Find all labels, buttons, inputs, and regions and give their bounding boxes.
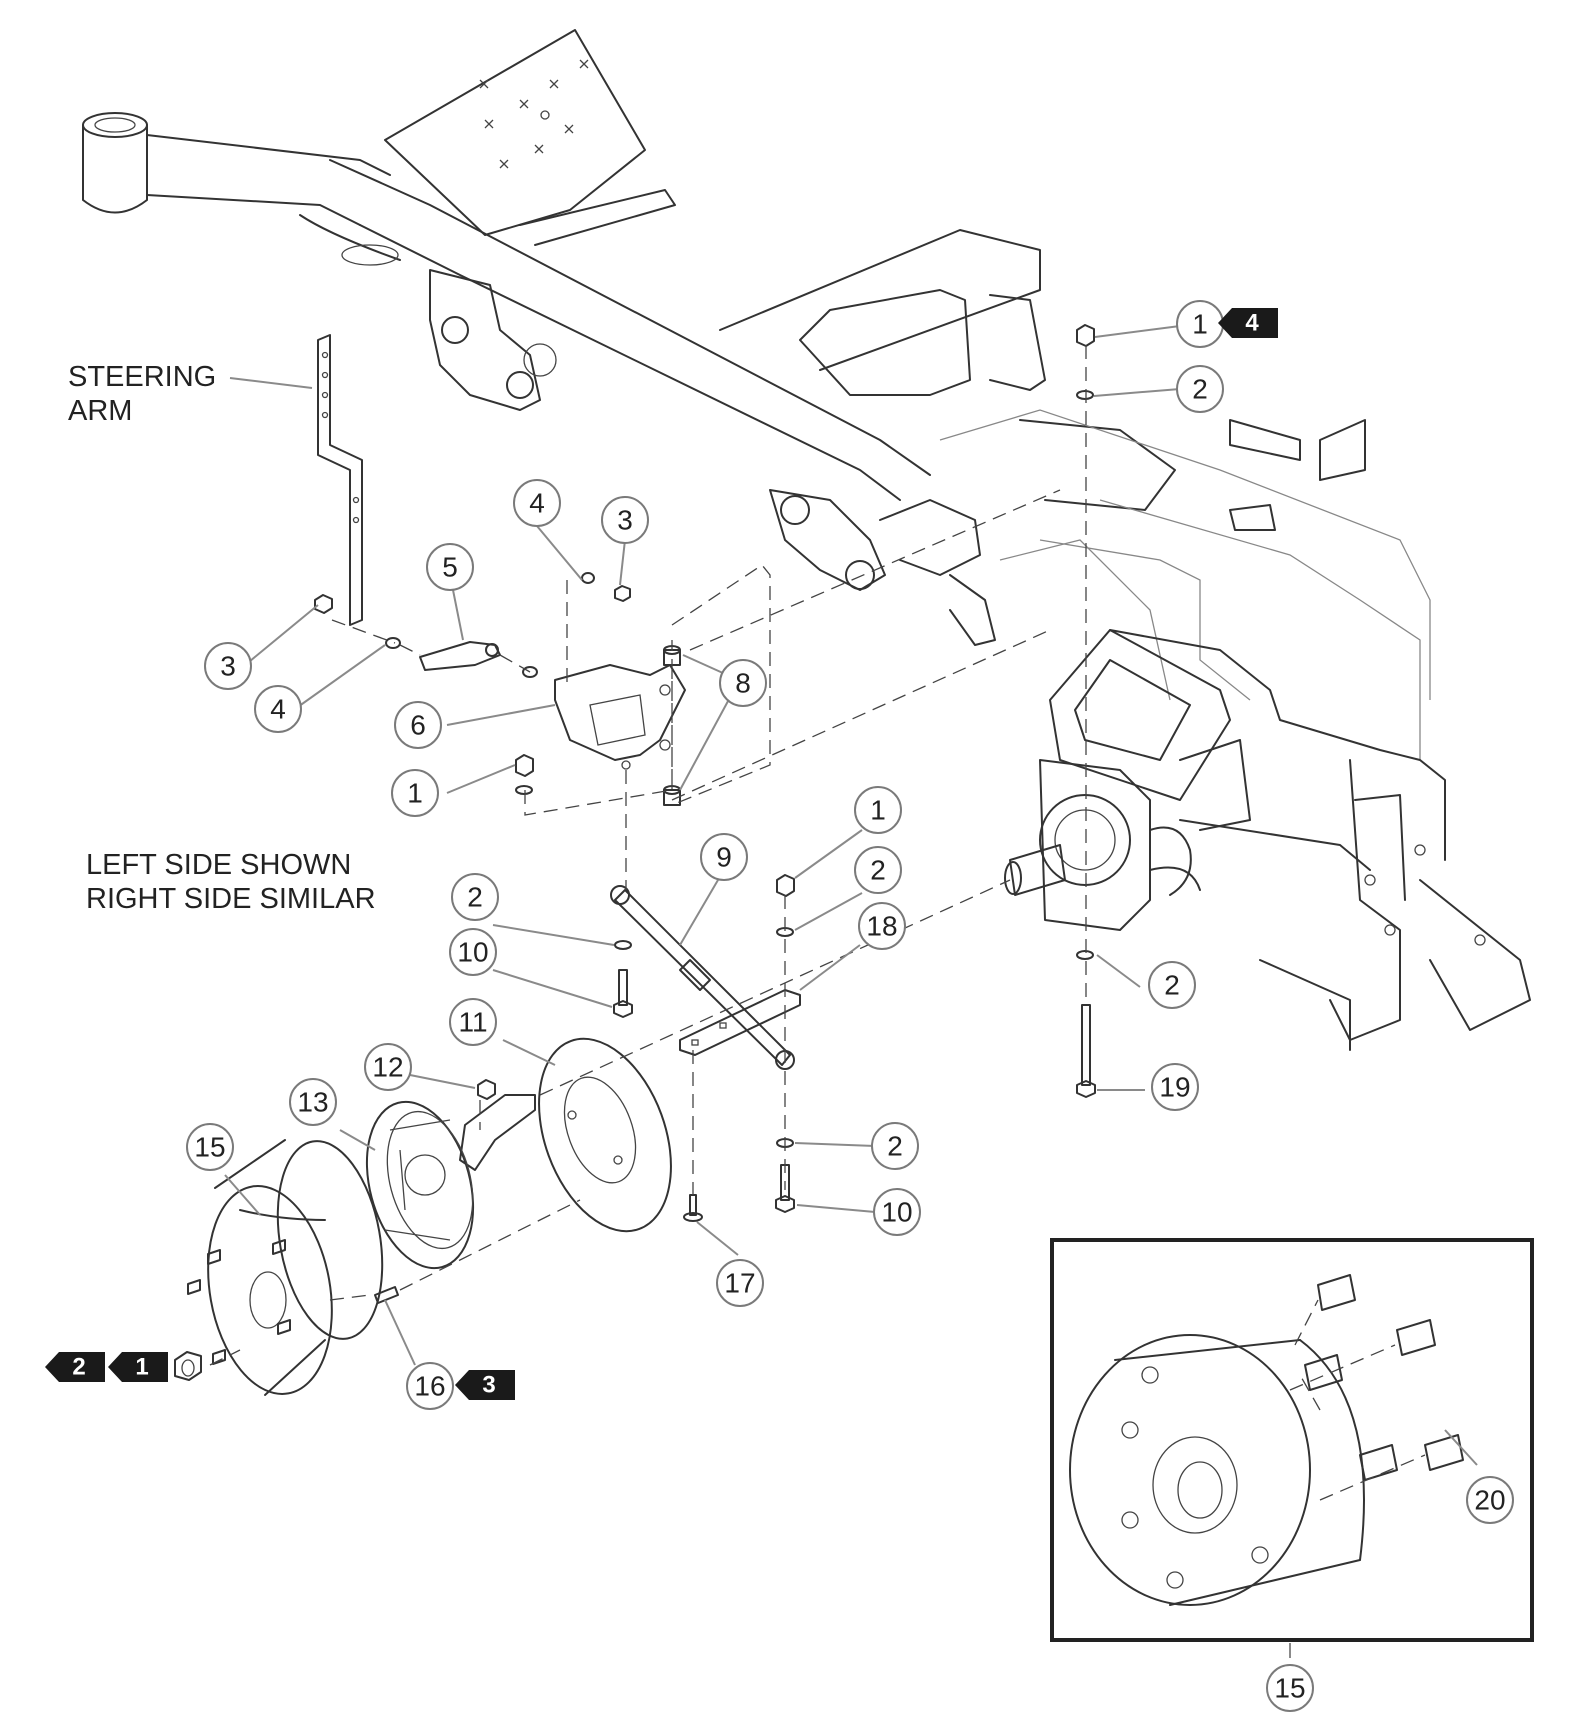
callout-label: 2 [887, 1131, 903, 1162]
tag-label: 1 [135, 1354, 148, 1381]
callout-label: 15 [1274, 1673, 1305, 1704]
callout-c-6: 6 [394, 701, 442, 749]
callout-label: 16 [414, 1371, 445, 1402]
tag-t-2: 2 [45, 1352, 105, 1382]
tag-t-3: 3 [455, 1370, 515, 1400]
tag-t-1: 1 [108, 1352, 168, 1382]
callout-c-3a: 3 [601, 496, 649, 544]
callout-c-2d: 2 [1148, 961, 1196, 1009]
tag-label: 3 [482, 1372, 495, 1399]
callout-c-3b: 3 [204, 642, 252, 690]
callout-label: 20 [1474, 1485, 1505, 1516]
callout-c-2a: 2 [1176, 365, 1224, 413]
callout-c-11: 11 [449, 998, 497, 1046]
callout-label: 3 [220, 651, 236, 682]
tag-t-4: 4 [1218, 308, 1278, 338]
steering-arm-part [317, 334, 363, 626]
detail-inset [1050, 1238, 1534, 1642]
callout-c-10b: 10 [873, 1188, 921, 1236]
callout-label: 19 [1159, 1072, 1190, 1103]
callout-label: 2 [1192, 374, 1208, 405]
tag-label: 2 [72, 1354, 85, 1381]
callout-label: 8 [735, 668, 751, 699]
callout-c-12: 12 [364, 1043, 412, 1091]
callout-c-9: 9 [700, 833, 748, 881]
callout-label: 11 [458, 1007, 487, 1038]
callout-label: 6 [410, 710, 426, 741]
callout-label: 2 [870, 855, 886, 886]
callout-c-2e: 2 [871, 1122, 919, 1170]
callout-label: 17 [724, 1268, 755, 1299]
steering-arm-label: STEERING ARM [68, 361, 217, 427]
callout-c-2b: 2 [854, 846, 902, 894]
callout-label: 4 [270, 694, 286, 725]
callout-label: 10 [881, 1197, 912, 1228]
hardware-parts [314, 324, 1096, 1222]
callout-label: 12 [372, 1052, 403, 1083]
tags: 4 3 2 1 [45, 308, 1278, 1400]
callout-c-8: 8 [719, 659, 767, 707]
callout-label: 9 [716, 842, 732, 873]
callout-label: 1 [407, 778, 423, 809]
callout-label: 4 [529, 488, 545, 519]
callout-c-15b: 15 [1266, 1664, 1314, 1712]
callout-c-1b: 1 [391, 769, 439, 817]
chassis-frame [82, 29, 1531, 1051]
assembly-lines [209, 345, 1087, 1366]
callout-c-4a: 4 [513, 479, 561, 527]
callout-c-10a: 10 [449, 928, 497, 976]
leader-lines [224, 325, 1478, 1658]
callout-c-5: 5 [426, 543, 474, 591]
callout-c-1c: 1 [854, 786, 902, 834]
callout-c-16: 16 [406, 1362, 454, 1410]
callout-c-19: 19 [1151, 1063, 1199, 1111]
callout-label: 2 [1164, 970, 1180, 1001]
callout-label: 13 [297, 1087, 328, 1118]
callout-label: 18 [866, 911, 897, 942]
left-side-note: LEFT SIDE SHOWN RIGHT SIDE SIMILAR [86, 849, 376, 915]
callout-label: 15 [194, 1132, 225, 1163]
callout-label: 5 [442, 552, 458, 583]
callout-label: 2 [467, 882, 483, 913]
callout-c-20: 20 [1466, 1476, 1514, 1524]
callout-label: 3 [617, 505, 633, 536]
callout-c-4b: 4 [254, 685, 302, 733]
tag-label: 4 [1245, 310, 1259, 337]
callout-c-13: 13 [289, 1078, 337, 1126]
callout-label: 10 [457, 937, 488, 968]
callout-c-2c: 2 [451, 873, 499, 921]
callout-label: 1 [1192, 309, 1208, 340]
callout-c-1a: 1 [1176, 300, 1224, 348]
brake-assembly [174, 1037, 672, 1396]
callout-label: 1 [870, 795, 886, 826]
callout-c-18: 18 [858, 902, 906, 950]
callout-c-15a: 15 [186, 1123, 234, 1171]
callout-c-17: 17 [716, 1259, 764, 1307]
